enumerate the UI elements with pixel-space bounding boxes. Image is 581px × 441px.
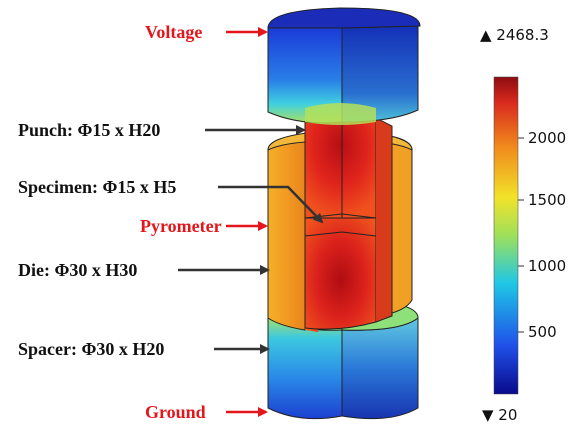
label-die: Die: Φ30 x H30 [18,260,137,280]
spacer-top [267,7,421,125]
label-punch: Punch: Φ15 x H20 [18,120,160,140]
label-spacer: Spacer: Φ30 x H20 [18,339,164,359]
label-voltage: Voltage [145,22,202,42]
label-specimen: Specimen: Φ15 x H5 [18,177,176,197]
label-pyrometer: Pyrometer [140,216,222,236]
colorbar-min-label: ▼ 20 [482,406,517,424]
color-legend: ▲ 2468.3 2000 1500 1000 500 ▼ 20 [480,26,566,424]
arrow-specimen [218,185,324,224]
colorbar-tick: 1000 [528,257,566,275]
colorbar-max-label: ▲ 2468.3 [480,26,549,44]
colorbar-tick: 1500 [528,191,566,209]
annotation-labels: Voltage Punch: Φ15 x H20 Specimen: Φ15 x… [18,22,324,422]
punch-specimen-core [304,113,393,330]
colorbar-ticks: 2000 1500 1000 500 [518,129,566,341]
colorbar-tick: 2000 [528,129,566,147]
colorbar [493,76,519,395]
label-ground: Ground [145,402,206,422]
colorbar-tick: 500 [528,323,557,341]
